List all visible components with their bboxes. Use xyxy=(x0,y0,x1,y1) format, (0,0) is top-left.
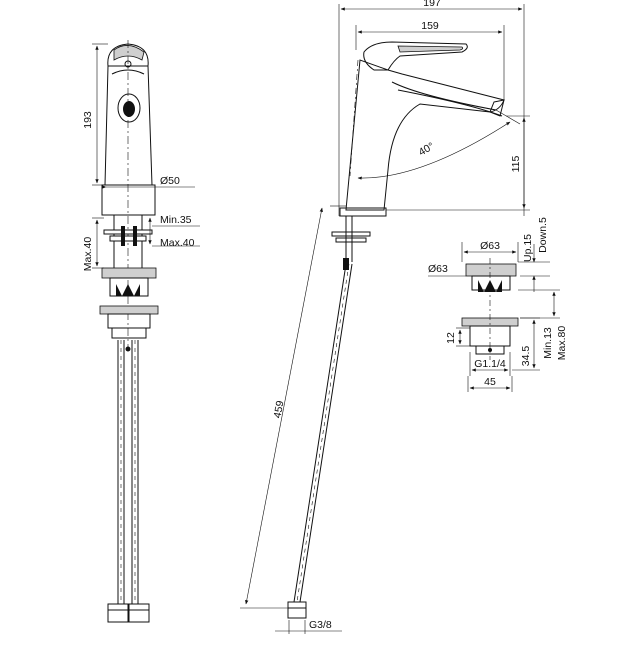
side-lever-highlight xyxy=(397,45,464,53)
dim-max80-label: Max.80 xyxy=(556,326,568,361)
front-hose-nut-right xyxy=(128,603,150,623)
dim-up-label: Up.15 xyxy=(522,234,534,262)
side-body xyxy=(345,59,505,211)
side-base xyxy=(339,207,387,217)
dim-459-label: 459 xyxy=(271,400,286,420)
dim-min13-label: Min.13 xyxy=(542,327,554,359)
dim-34-label: 34.5 xyxy=(520,346,532,367)
side-spout-upper xyxy=(391,81,497,111)
side-hose-braid xyxy=(296,263,350,603)
dim-g38-label: G3/8 xyxy=(309,619,332,631)
front-waste-teeth xyxy=(116,284,140,296)
side-washer-2 xyxy=(335,237,367,243)
front-hose-nut-left xyxy=(107,603,129,623)
waste-detail: Ø63 Up.15 Down.5 Ø63 12 G1.1/4 xyxy=(428,217,568,392)
dim-g114-label: G1.1/4 xyxy=(474,358,506,370)
side-lever xyxy=(363,41,468,71)
side-spout-lower xyxy=(397,89,503,117)
side-washer-1 xyxy=(331,231,371,237)
front-waste-thread xyxy=(107,313,151,329)
dim-max40-right-label: Max.40 xyxy=(160,237,195,249)
side-angle-arc xyxy=(357,121,511,180)
front-waste-nut xyxy=(99,305,159,315)
dim-50-label: Ø50 xyxy=(160,175,180,187)
dim-waste-top-label: Ø63 xyxy=(480,240,500,252)
front-washer-2 xyxy=(109,235,147,242)
side-angle-ref xyxy=(349,59,359,177)
front-hose-dot xyxy=(125,346,131,352)
front-washer-1 xyxy=(103,229,153,235)
waste-cap xyxy=(465,263,517,277)
dim-197-label: 197 xyxy=(423,0,441,9)
dim-min35-label: Min.35 xyxy=(160,214,192,226)
front-waste-lower xyxy=(111,327,147,339)
waste-dot xyxy=(488,348,492,352)
front-lever-highlight xyxy=(113,45,145,61)
dim-flange-label: Ø63 xyxy=(428,263,448,275)
front-pin-left xyxy=(121,226,125,246)
dim-12-label: 12 xyxy=(445,332,457,344)
front-pin-right xyxy=(133,226,137,246)
dim-45-label: 45 xyxy=(484,376,496,388)
side-angle-line xyxy=(495,109,521,125)
front-view: 193 Ø50 Min.35 Max.40 Max.40 xyxy=(82,40,200,623)
front-waste-cap xyxy=(101,267,157,279)
side-hose-b xyxy=(299,263,353,603)
side-aerator xyxy=(489,99,505,117)
dim-459-line xyxy=(245,207,323,605)
side-hose-nut xyxy=(287,601,307,619)
dim-down-label: Down.5 xyxy=(537,217,549,253)
dim-max40-left-label: Max.40 xyxy=(82,237,94,272)
front-base xyxy=(101,184,156,216)
front-body-curve xyxy=(111,69,145,75)
dim-159-label: 159 xyxy=(421,20,439,32)
side-view: 197 159 40° 115 xyxy=(240,0,530,634)
dim-193-label: 193 xyxy=(82,111,94,129)
side-angle-label: 40° xyxy=(417,140,437,158)
front-aerator-inner xyxy=(123,101,135,117)
dim-115-label: 115 xyxy=(510,155,522,172)
front-body xyxy=(104,65,153,186)
